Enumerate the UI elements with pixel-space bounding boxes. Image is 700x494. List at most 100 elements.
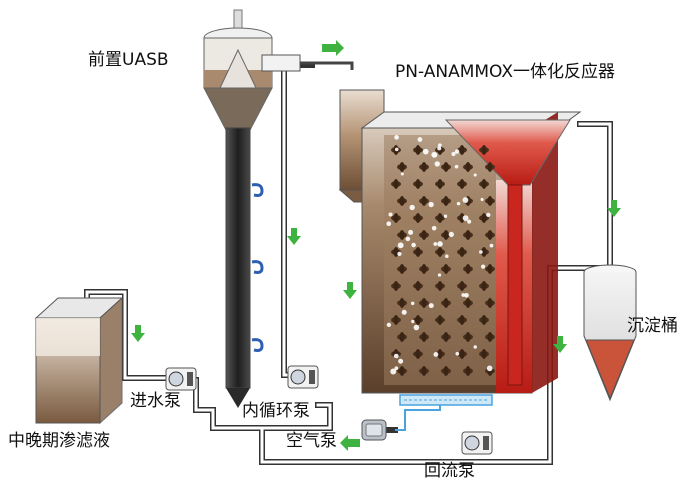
biocarrier-icon	[485, 162, 495, 172]
biocarrier-icon	[419, 162, 429, 172]
air-bubble	[386, 221, 392, 227]
air-bubble	[417, 137, 423, 142]
biocarrier-icon	[485, 230, 495, 240]
return-pump	[461, 431, 493, 455]
biocarrier-icon	[419, 298, 429, 308]
leachate-label: 中晚期渗滤液	[8, 431, 110, 451]
biocarrier-icon	[441, 196, 451, 206]
air-bubble	[397, 251, 402, 257]
biocarrier-icon	[463, 264, 473, 274]
air-bubble	[401, 309, 407, 315]
sampling-tap-icon	[251, 338, 264, 352]
biocarrier-icon	[463, 366, 473, 376]
biocarrier-icon	[457, 247, 467, 257]
biocarrier-icon	[457, 281, 467, 291]
biocarrier-icon	[413, 145, 423, 155]
biocarrier-icon	[441, 298, 451, 308]
settler-label: 沉淀桶	[627, 316, 678, 336]
biocarrier-icon	[397, 230, 407, 240]
biocarrier-icon	[441, 366, 451, 376]
air-bubble	[467, 219, 472, 224]
air-bubble	[445, 254, 449, 259]
leachate-tank	[34, 296, 124, 425]
air-bubble	[462, 215, 469, 222]
settling-tank	[583, 264, 637, 402]
biocarrier-icon	[419, 332, 429, 342]
feed-pump	[165, 367, 197, 391]
biocarrier-icon	[391, 179, 401, 189]
biocarrier-icon	[479, 179, 489, 189]
air-pump-icon	[361, 419, 387, 441]
pre-uasb-label: 前置UASB	[88, 50, 169, 70]
biocarrier-icon	[435, 349, 445, 359]
air-bubble	[411, 242, 416, 248]
biocarrier-icon	[419, 366, 429, 376]
air-bubble	[428, 201, 434, 208]
biocarrier-icon	[441, 264, 451, 274]
air-bubble	[455, 351, 460, 356]
feed-pump-label: 进水泵	[130, 391, 181, 411]
biocarrier-icon	[463, 298, 473, 308]
air-bubble	[437, 241, 443, 247]
biocarrier-icon	[435, 315, 445, 325]
air-bubble	[394, 147, 399, 152]
biocarrier-icon	[463, 332, 473, 342]
biocarrier-icon	[397, 162, 407, 172]
air-bubble	[443, 214, 448, 218]
uasb-reactor	[203, 9, 354, 408]
biocarrier-icon	[391, 315, 401, 325]
biocarrier-icon	[435, 247, 445, 257]
biocarrier-icon	[457, 145, 467, 155]
biocarrier-icon	[413, 247, 423, 257]
biocarrier-icon	[485, 332, 495, 342]
flow-arrow-icon	[343, 282, 357, 299]
air-bubble	[486, 365, 493, 372]
biocarrier-icon	[413, 349, 423, 359]
biocarrier-icon	[479, 145, 489, 155]
biocarrier-icon	[391, 247, 401, 257]
flow-arrow-icon	[607, 200, 621, 217]
biocarrier-icon	[441, 162, 451, 172]
air-bubble	[464, 292, 469, 298]
air-bubble	[431, 151, 438, 158]
air-bubble	[456, 201, 461, 206]
air-bubble	[411, 319, 415, 324]
air-bubble	[394, 366, 399, 371]
biocarrier-icon	[435, 281, 445, 291]
air-bubble	[461, 293, 466, 297]
biocarrier-icon	[435, 179, 445, 189]
biocarrier-icon	[457, 315, 467, 325]
air-bubble	[473, 345, 477, 349]
biocarrier-icon	[441, 332, 451, 342]
air-bubble	[408, 229, 414, 235]
air-bubble	[431, 225, 437, 231]
sampling-tap-icon	[251, 183, 264, 197]
biocarrier-icon	[413, 179, 423, 189]
return-pump-label: 回流泵	[424, 461, 475, 481]
air-bubble	[400, 172, 404, 176]
air-bubble	[473, 173, 477, 177]
pn-anammox-reactor	[338, 89, 582, 406]
biocarrier-icon	[419, 264, 429, 274]
biocarrier-icon	[391, 281, 401, 291]
air-bubble	[397, 242, 404, 249]
air-bubble	[489, 243, 494, 248]
flow-arrows	[131, 40, 621, 451]
flow-arrow-icon	[553, 336, 567, 353]
air-bubble	[433, 352, 439, 357]
recirc-pump-label: 内循环泵	[242, 401, 310, 421]
air-bubble	[454, 164, 459, 169]
air-bubble	[390, 368, 397, 375]
air-bubble	[480, 197, 484, 201]
biocarrier-icon	[485, 298, 495, 308]
biocarrier-icon	[479, 281, 489, 291]
recirc-pump	[287, 365, 319, 389]
air-bubble	[437, 273, 442, 277]
biocarrier-icon	[457, 349, 467, 359]
air-bubble	[405, 236, 411, 242]
biocarrier-icon	[463, 162, 473, 172]
air-bubble	[410, 301, 415, 306]
air-bubble	[428, 303, 434, 309]
air-bubble	[422, 148, 429, 155]
